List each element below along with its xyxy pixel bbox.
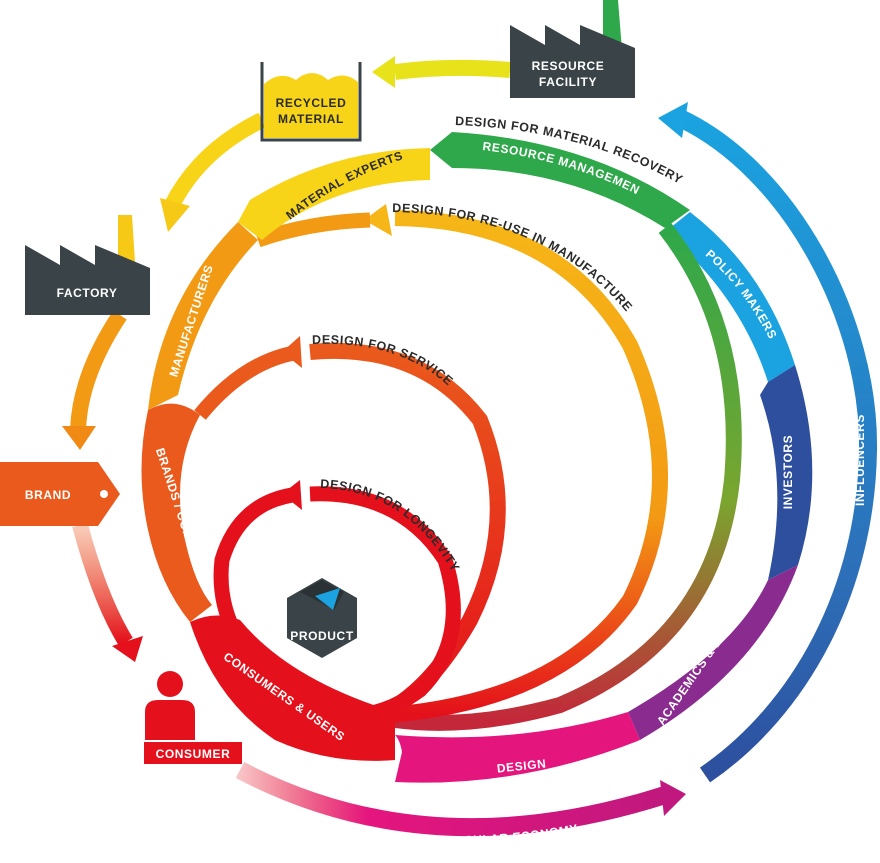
- person-icon: [157, 671, 183, 697]
- manufacturers-segment: [148, 222, 258, 410]
- product-label: PRODUCT: [290, 629, 354, 643]
- resource-facility-line1: RESOURCE: [532, 59, 605, 73]
- design-label: DESIGN: [496, 756, 547, 775]
- resource-facility-node: RESOURCE FACILITY: [510, 0, 635, 98]
- chimney-icon: [118, 215, 135, 262]
- resource-management-segment: [430, 132, 690, 228]
- consumer-label: CONSUMER: [156, 747, 231, 761]
- material-experts-segment: [238, 148, 430, 240]
- product-node: PRODUCT: [287, 578, 357, 658]
- factory-icon: [510, 25, 635, 98]
- recycled-material-line1: RECYCLED: [276, 96, 347, 110]
- reuse-arrowhead: [364, 204, 392, 236]
- factory-node: FACTORY: [25, 215, 150, 315]
- arrow-to-brand: [62, 426, 96, 450]
- resource-facility-line2: FACILITY: [539, 75, 597, 89]
- design-segment: [395, 712, 640, 783]
- arrow-to-recycled: [372, 56, 395, 88]
- academics-segment: [628, 565, 798, 740]
- recycled-material-line2: MATERIAL: [278, 112, 344, 126]
- brands-companies-segment: [141, 403, 212, 622]
- circular-economy-arrowhead: [660, 780, 686, 816]
- investors-segment: [760, 365, 813, 580]
- brand-label: BRAND: [25, 488, 71, 502]
- policy-makers-segment: [665, 212, 795, 382]
- arrow-to-factory: [160, 198, 190, 232]
- arrow-to-consumer: [112, 636, 143, 662]
- investors-label: INVESTORS: [781, 435, 795, 510]
- factory-label: FACTORY: [57, 286, 118, 300]
- academics-label: ACADEMICS & EDUCATION: [654, 580, 764, 728]
- factory-icon: [25, 245, 150, 315]
- consumers-users-segment: [190, 615, 395, 761]
- recycled-material-node: RECYCLED MATERIAL: [260, 62, 362, 142]
- tag-icon: [0, 462, 120, 526]
- brand-node: BRAND: [0, 462, 120, 526]
- influencers-label: INFLUENCERS: [853, 414, 867, 506]
- consumer-node: CONSUMER: [144, 671, 242, 764]
- material-pile-icon: [264, 73, 358, 138]
- influencers-arrowhead: [658, 102, 688, 138]
